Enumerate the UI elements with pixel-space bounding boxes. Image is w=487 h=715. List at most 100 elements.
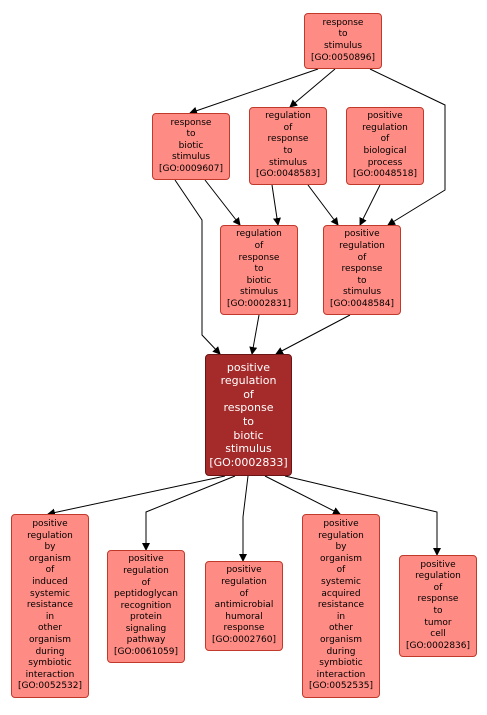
go-term-label-line: process bbox=[367, 157, 403, 168]
go-term-label-line: signaling bbox=[125, 623, 167, 634]
go-term-label-line: induced bbox=[32, 577, 68, 588]
go-term-label-line: biotic bbox=[178, 140, 204, 151]
go-term-label-line: recognition bbox=[120, 600, 172, 611]
go-term-label-line: peptidoglycan bbox=[114, 589, 178, 600]
go-term-label-line: positive bbox=[420, 559, 456, 570]
e-0002833-0002760 bbox=[239, 475, 249, 562]
go-term-label-line: of bbox=[239, 588, 249, 599]
go-term-label-line: response bbox=[170, 117, 212, 128]
go-term-label-line: to bbox=[283, 146, 293, 156]
go-term-label-line: systemic bbox=[321, 577, 361, 588]
go-term-label-line: biotic bbox=[246, 275, 272, 286]
go-term-label-line: organism bbox=[29, 634, 71, 645]
go-term-label-line: systemic bbox=[30, 588, 70, 599]
go-term-label-line: resistance bbox=[26, 600, 74, 611]
go-term-label-line: biotic bbox=[233, 428, 264, 442]
go-term-label-line: to bbox=[357, 275, 367, 286]
go-term-label-line: positive bbox=[323, 519, 359, 530]
go-term-label-line: stimulus bbox=[323, 41, 363, 51]
go-term-label-line: regulation bbox=[220, 374, 277, 388]
go-term-label-line: pathway bbox=[126, 635, 166, 646]
go-term-label-line: positive bbox=[344, 229, 380, 240]
go-term-label-line: symbiotic bbox=[319, 658, 363, 669]
go-term-label-line: humoral bbox=[225, 611, 263, 622]
go-term-label-line: of bbox=[433, 582, 443, 593]
go-term-id: [GO:0061059] bbox=[113, 647, 179, 658]
e-0002833-0052535 bbox=[264, 475, 341, 515]
go-term-label-line: resistance bbox=[317, 600, 365, 611]
go-term-label-line: of bbox=[357, 252, 367, 263]
go-term-label-line: stimulus bbox=[225, 442, 272, 456]
e-0048583-0048584 bbox=[307, 184, 339, 226]
go-term-id: [GO:0050896] bbox=[310, 52, 376, 63]
e-0050896-0009607 bbox=[189, 68, 319, 115]
e-0050896-0048584 bbox=[369, 68, 446, 226]
go-term-id: [GO:0052532] bbox=[17, 681, 83, 692]
e-0009607-0002833 bbox=[174, 179, 221, 355]
e-0009607-0002831 bbox=[204, 179, 241, 226]
go-term-label-line: regulation bbox=[339, 241, 385, 252]
go-term-label-line: of bbox=[141, 577, 151, 588]
go-term-label-line: other bbox=[329, 623, 353, 634]
e-0002831-0002833 bbox=[249, 314, 260, 355]
go-term-id: [GO:0048584] bbox=[329, 298, 395, 309]
go-term-label-line: tumor bbox=[424, 617, 452, 628]
go-term-label-line: stimulus bbox=[268, 157, 308, 168]
go-term-label-line: by bbox=[335, 542, 347, 553]
go-term-label-line: to bbox=[254, 264, 264, 275]
go-term-label-line: of bbox=[243, 387, 254, 401]
go-term-label-line: stimulus bbox=[239, 287, 279, 298]
go-term-label-line: antimicrobial bbox=[214, 600, 274, 611]
go-term-label-line: positive bbox=[226, 565, 262, 576]
go-term-label-line: in bbox=[45, 611, 55, 622]
go-term-label-line: organism bbox=[320, 553, 362, 564]
e-0002833-0002836 bbox=[284, 475, 441, 556]
go-term-id: [GO:0048583] bbox=[255, 169, 321, 180]
go-term-label-line: of bbox=[380, 134, 390, 145]
go-term-label-line: symbiotic bbox=[28, 658, 72, 669]
go-term-label-line: biological bbox=[363, 146, 407, 156]
e-0048518-0048584 bbox=[359, 184, 381, 226]
go-term-label-line: response bbox=[417, 594, 459, 605]
go-term-label-line: of bbox=[336, 565, 346, 576]
go-term-label-line: to bbox=[242, 415, 255, 428]
go-term-id: [GO:0048518] bbox=[352, 169, 418, 180]
go-term-label-line: acquired bbox=[321, 588, 361, 599]
go-term-label-line: stimulus bbox=[171, 152, 211, 163]
go-term-label-line: of bbox=[254, 241, 264, 252]
go-term-label-line: interaction bbox=[25, 669, 75, 680]
go-term-label-line: response bbox=[341, 264, 383, 275]
go-term-label-line: protein bbox=[130, 612, 162, 623]
go-term-label-line: to bbox=[338, 29, 348, 40]
go-term-label-line: during bbox=[35, 646, 65, 657]
go-term-label-line: organism bbox=[29, 553, 71, 564]
go-term-label-line: regulation bbox=[265, 111, 311, 122]
e-0002833-0061059 bbox=[142, 475, 236, 551]
go-term-label-line: by bbox=[44, 542, 56, 553]
go-term-label-line: response bbox=[223, 401, 274, 415]
go-term-label-line: response bbox=[238, 252, 280, 263]
go-term-label-line: response bbox=[322, 17, 364, 28]
go-term-label-line: other bbox=[38, 623, 62, 634]
e-0050896-0048583 bbox=[289, 68, 336, 108]
e-0048583-0002831 bbox=[271, 184, 281, 226]
go-term-id: [GO:0002831] bbox=[226, 298, 292, 309]
go-term-label-line: in bbox=[336, 611, 346, 622]
go-term-label-line: positive bbox=[367, 111, 403, 122]
go-term-label-line: of bbox=[283, 122, 293, 133]
go-term-label-line: interaction bbox=[316, 669, 366, 680]
go-term-id: [GO:0002833] bbox=[209, 455, 288, 469]
